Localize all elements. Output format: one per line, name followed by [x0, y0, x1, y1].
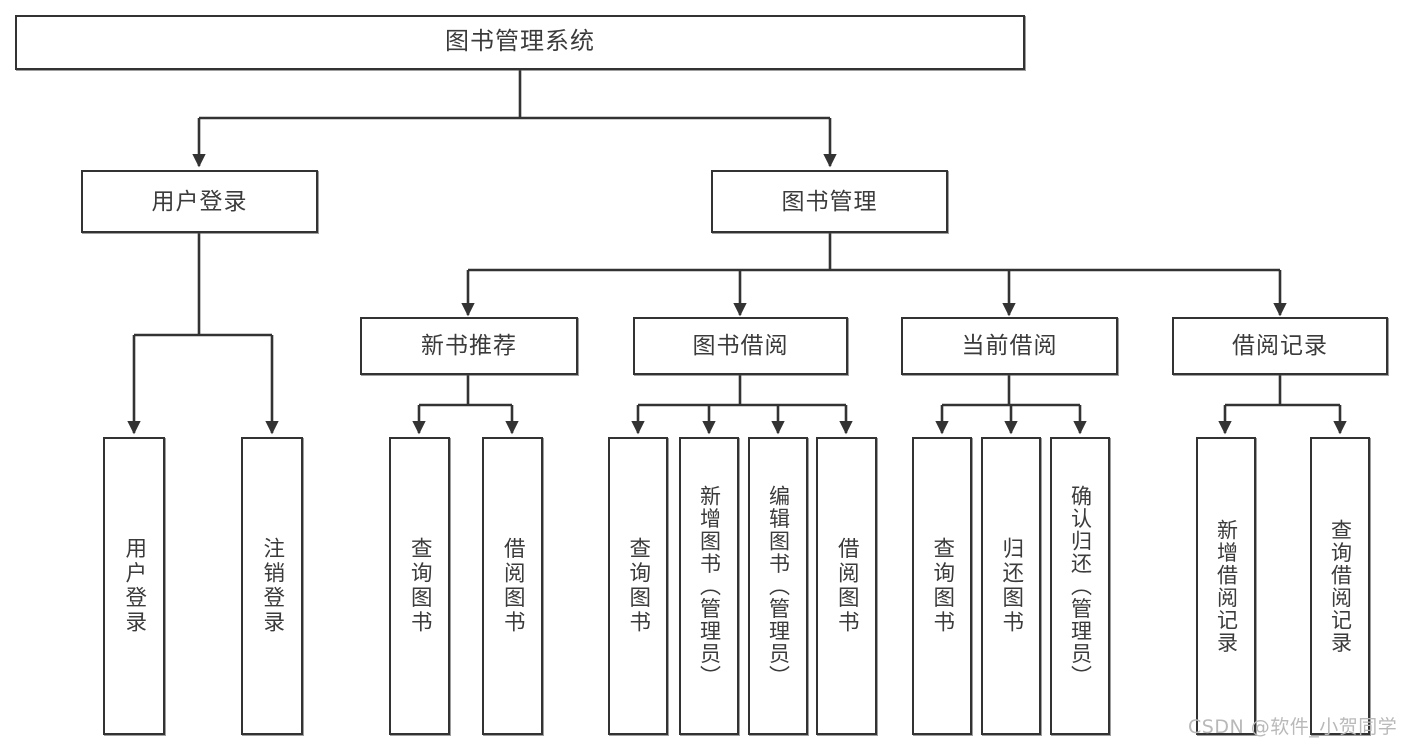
node-label: 查询图书: [626, 537, 651, 635]
node-label: 查询图书: [930, 537, 955, 635]
node-label: 借阅图书: [835, 537, 860, 635]
node-root-system[interactable]: 图书管理系统: [15, 15, 1025, 70]
node-borrow-records[interactable]: 借阅记录: [1172, 317, 1388, 375]
leaf-current-borrow-return[interactable]: 归还图书: [981, 437, 1041, 735]
leaf-borrow-record-query[interactable]: 查询借阅记录: [1310, 437, 1370, 735]
node-label: 图书管理: [781, 187, 878, 214]
node-label: 图书借阅: [692, 332, 789, 359]
node-label: 用户登录: [122, 537, 147, 635]
node-label: 编辑图书（管理员）: [766, 484, 790, 688]
leaf-current-borrow-confirm-return[interactable]: 确认归还（管理员）: [1050, 437, 1110, 735]
node-label: 归还图书: [999, 537, 1024, 635]
leaf-book-borrow-add[interactable]: 新增图书（管理员）: [679, 437, 739, 735]
node-label: 图书管理系统: [445, 28, 595, 56]
node-label: 借阅记录: [1232, 332, 1328, 359]
node-label: 查询借阅记录: [1328, 518, 1352, 654]
leaf-book-borrow-edit[interactable]: 编辑图书（管理员）: [748, 437, 808, 735]
leaf-user-login-login[interactable]: 用户登录: [103, 437, 165, 735]
node-label: 当前借阅: [961, 332, 1058, 359]
leaf-new-book-borrow[interactable]: 借阅图书: [482, 437, 543, 735]
node-label: 新增图书（管理员）: [697, 484, 721, 688]
leaf-current-borrow-query[interactable]: 查询图书: [912, 437, 972, 735]
node-book-borrow[interactable]: 图书借阅: [633, 317, 848, 375]
node-user-login[interactable]: 用户登录: [81, 170, 318, 233]
node-label: 用户登录: [151, 187, 248, 214]
node-label: 借阅图书: [501, 537, 526, 635]
leaf-borrow-record-add[interactable]: 新增借阅记录: [1196, 437, 1256, 735]
node-current-borrow[interactable]: 当前借阅: [901, 317, 1118, 375]
node-label: 新书推荐: [421, 332, 517, 359]
node-label: 确认归还（管理员）: [1068, 484, 1092, 688]
node-label: 查询图书: [408, 537, 433, 635]
node-new-book-recommend[interactable]: 新书推荐: [360, 317, 578, 375]
leaf-book-borrow-query[interactable]: 查询图书: [608, 437, 668, 735]
leaf-book-borrow-borrow[interactable]: 借阅图书: [816, 437, 877, 735]
leaf-new-book-query[interactable]: 查询图书: [389, 437, 450, 735]
node-label: 新增借阅记录: [1214, 518, 1238, 654]
watermark-text: CSDN @软件_小贺同学: [1188, 716, 1398, 738]
node-label: 注销登录: [260, 537, 285, 635]
node-book-management[interactable]: 图书管理: [711, 170, 948, 233]
leaf-user-login-logout[interactable]: 注销登录: [241, 437, 303, 735]
